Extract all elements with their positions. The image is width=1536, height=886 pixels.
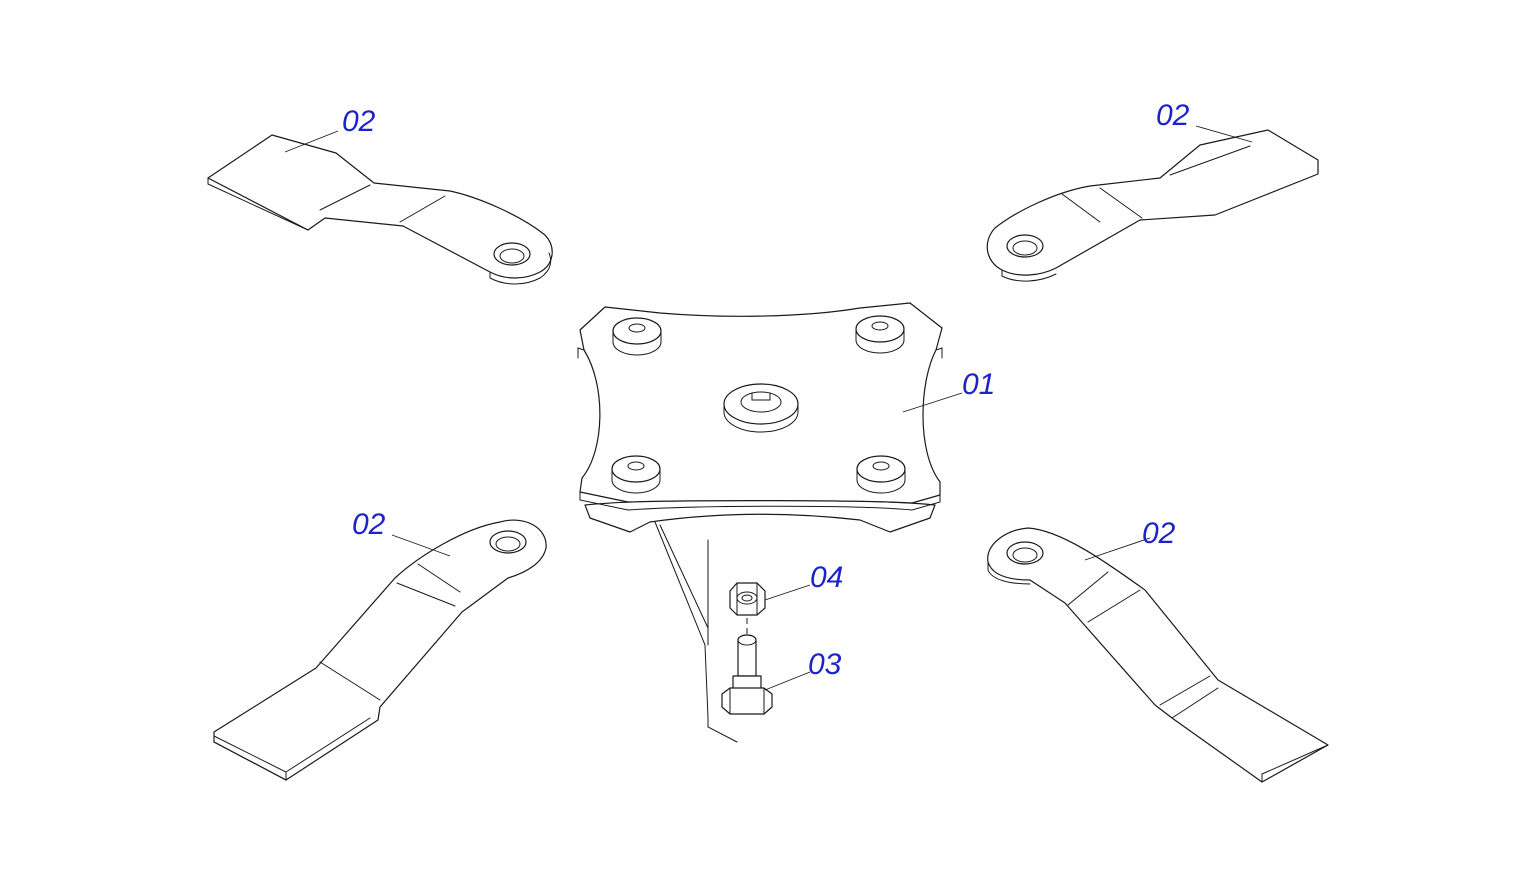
cutter-disc[interactable] (577, 302, 963, 533)
bolt[interactable] (721, 634, 811, 715)
blade-bottom-right[interactable] (987, 527, 1329, 783)
blade-top-left[interactable] (207, 130, 553, 285)
callout-blade-bottom-right: 02 (1142, 517, 1176, 550)
callout-disc: 01 (962, 368, 995, 401)
blade-bottom-left[interactable] (213, 519, 547, 781)
callout-blade-top-right: 02 (1156, 99, 1190, 132)
blade-top-right[interactable] (986, 125, 1319, 282)
lock-nut[interactable] (729, 582, 811, 616)
callout-blade-bottom-left: 02 (352, 508, 386, 541)
callout-bolt: 03 (808, 648, 842, 681)
mounting-bracket (654, 521, 738, 743)
callout-blade-top-left: 02 (342, 105, 376, 138)
callout-nut: 04 (810, 561, 843, 594)
